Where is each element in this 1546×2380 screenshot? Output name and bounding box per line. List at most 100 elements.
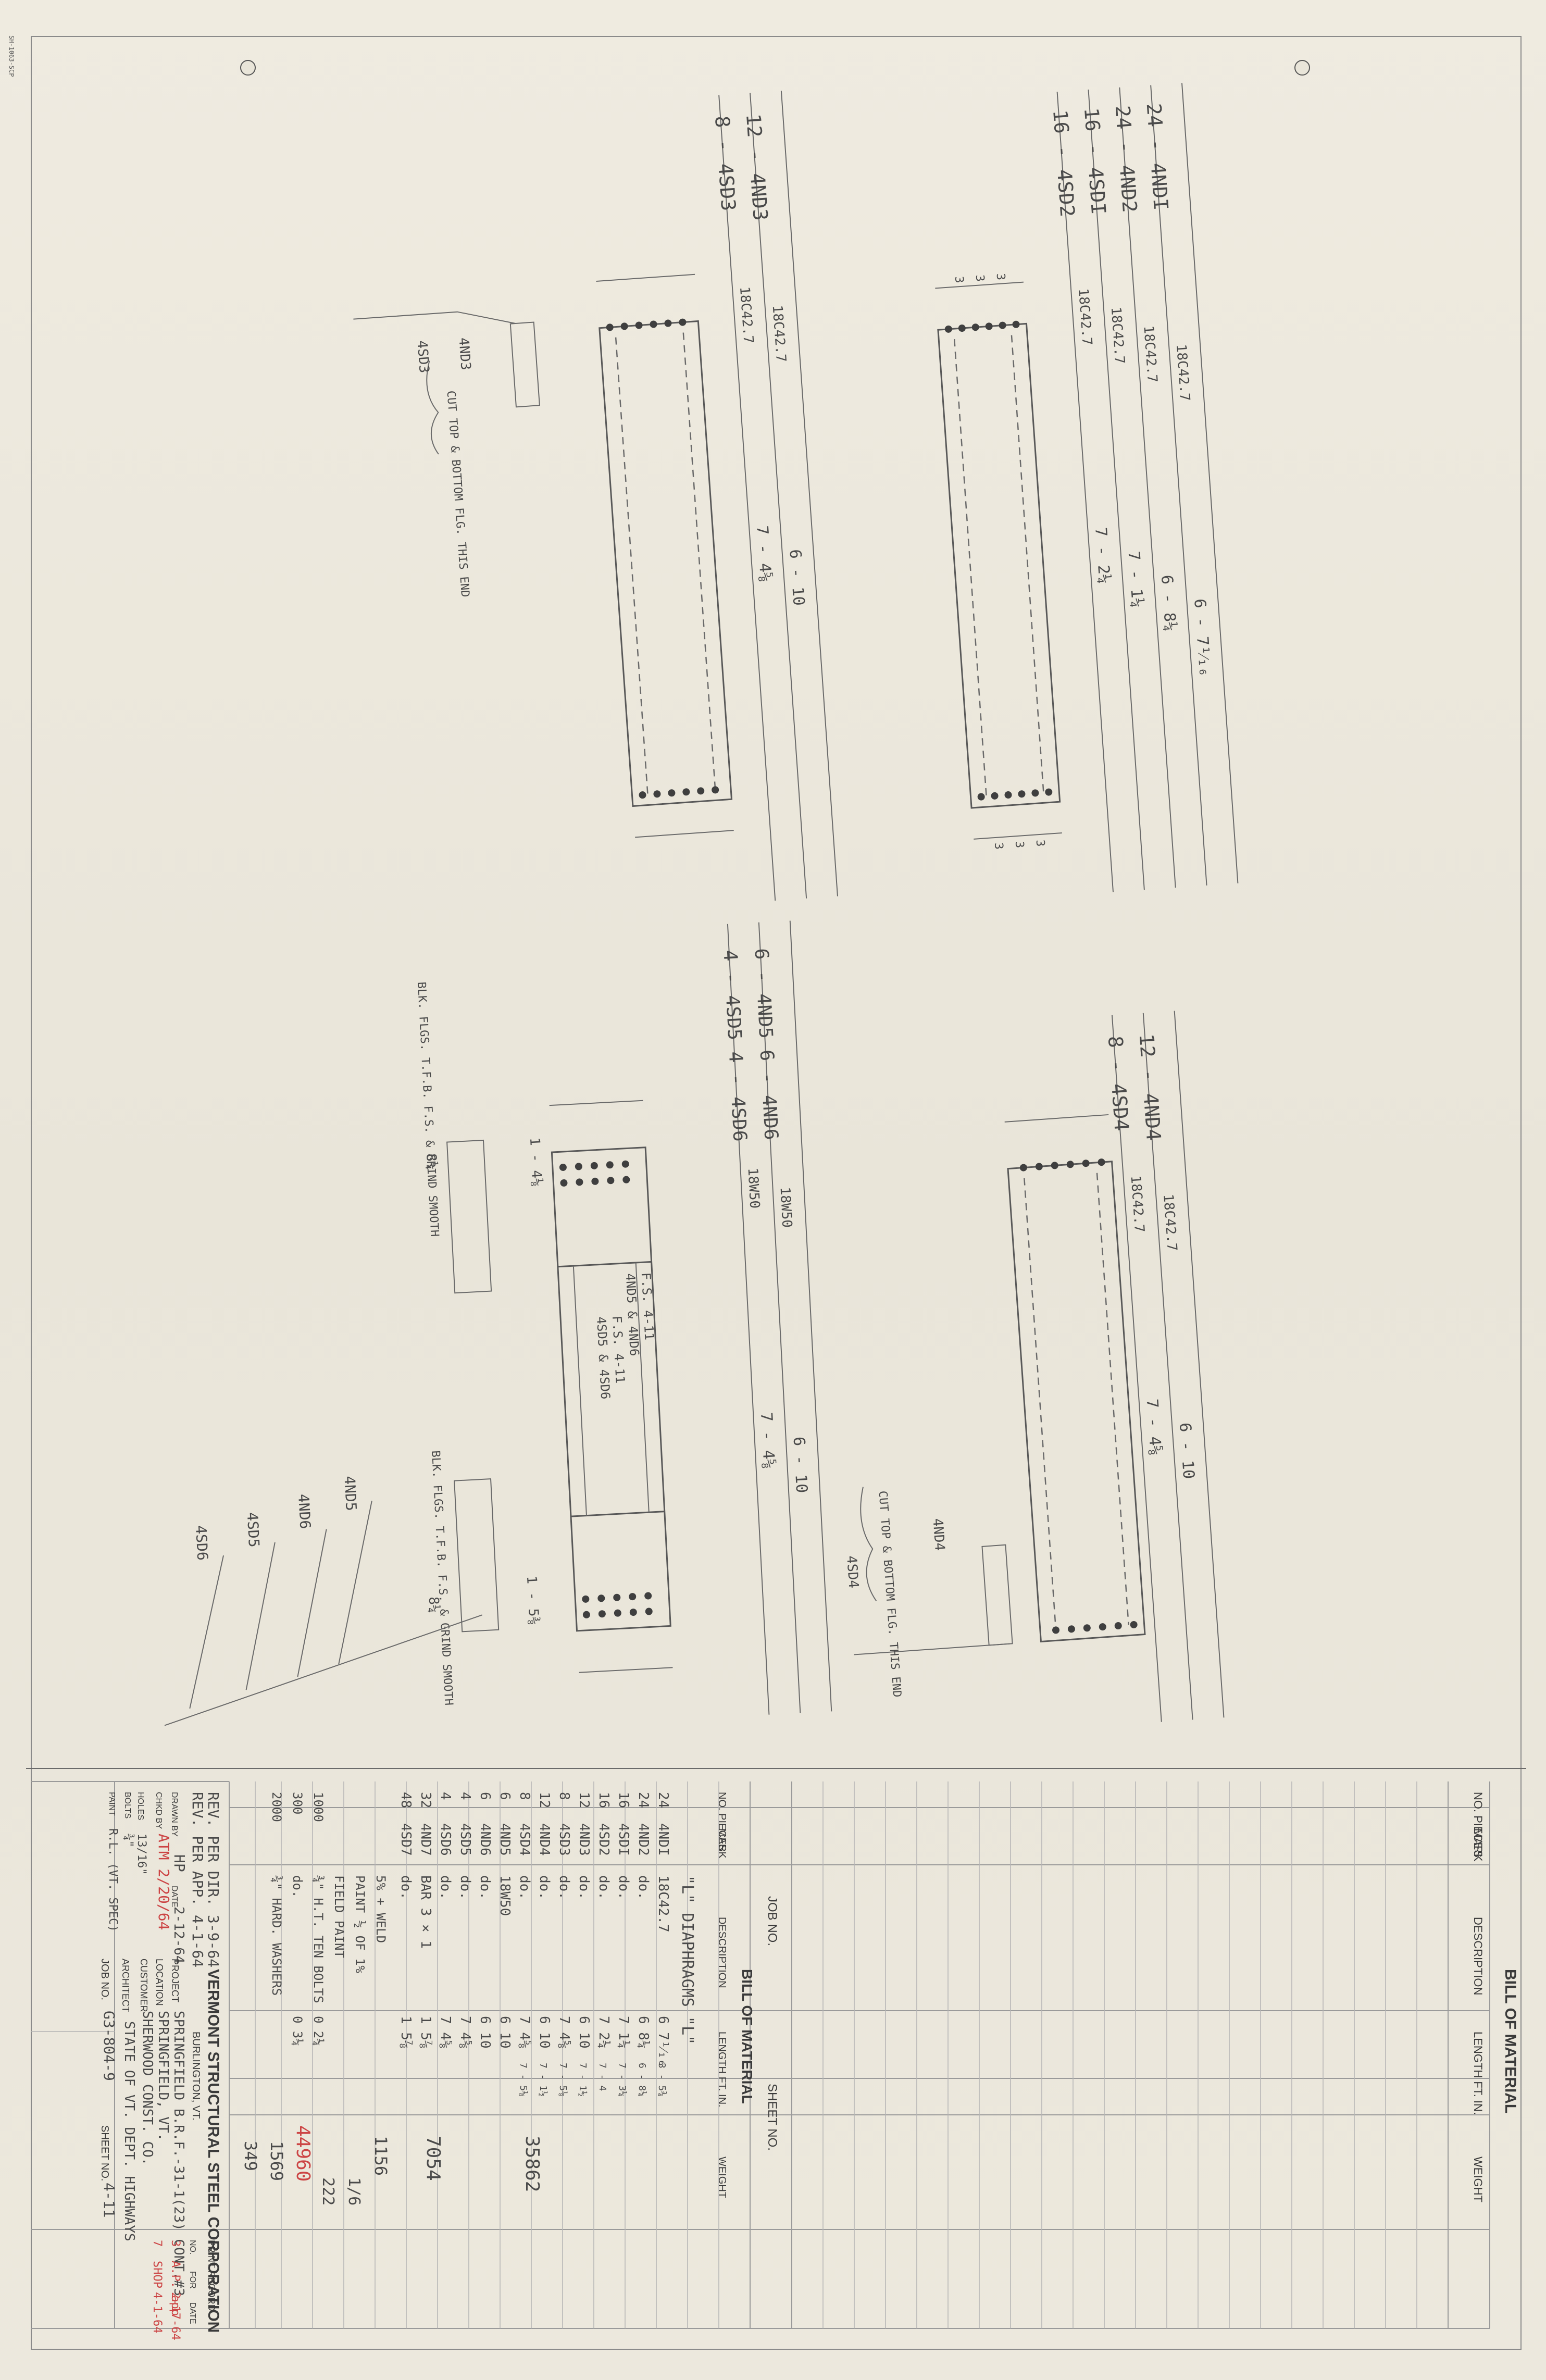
d2-note: CUT TOP & BOTTOM FLG. THIS END xyxy=(444,390,472,597)
sheet-border xyxy=(31,36,1522,2350)
bolt-group-top xyxy=(944,320,1020,333)
cut-flange-detail xyxy=(353,311,516,324)
member-line xyxy=(727,924,770,1715)
channel-outline xyxy=(1007,1161,1146,1643)
d1-pitch-top: 3 xyxy=(952,276,966,283)
d4-mark-1: 4ND4 xyxy=(930,1518,947,1552)
weight-value: 1569 xyxy=(267,2141,286,2181)
lower-header-mark: MARK xyxy=(716,1828,728,1859)
bolt-group-bottom xyxy=(582,1592,653,1618)
row-mark: 4ND3 xyxy=(576,1823,592,1856)
d1-pitch-bottom: 3 xyxy=(992,842,1005,850)
bolt-group-bottom xyxy=(977,788,1053,801)
drawing-d3: 4 - 4SD5 4 - 4SD6 6 - 4ND5 6 - 4ND6 18W5… xyxy=(164,920,832,1726)
d1-length-2: 7 - 1¼ xyxy=(1125,551,1146,608)
print-header-for: FOR xyxy=(188,2271,197,2289)
d1-label-4: 24 - 4NDI xyxy=(1142,103,1173,211)
d1-length-1: 7 - 2¼ xyxy=(1091,527,1113,584)
d1-label-1: 16 - 4SD2 xyxy=(1049,109,1079,217)
d1-member-1: 18C42.7 xyxy=(1075,288,1095,346)
extra-row-description: FIELD PAINT xyxy=(332,1875,346,1958)
row-pieces: 32 xyxy=(418,1792,433,1808)
bolt-group-bottom xyxy=(1052,1621,1138,1634)
flange-block-detail xyxy=(454,1478,500,1633)
row-description: BAR 3 × 1 xyxy=(418,1875,433,1949)
row-length: 7 4⅝ xyxy=(556,2016,572,2049)
drawing-d4: 8 - 4SD4 12 - 4ND4 18C42.7 18C42.7 7 - 4… xyxy=(843,1011,1225,1722)
d2-length-1: 7 - 4⅝ xyxy=(753,525,775,583)
d1-pitch-top: 3 xyxy=(973,275,987,282)
lower-header-pieces: NO. PIECES xyxy=(716,1792,728,1851)
row-pieces: 16 xyxy=(596,1792,612,1808)
d4-note: CUT TOP & BOTTOM FLG. THIS END xyxy=(876,1490,904,1698)
date-label: DATE xyxy=(170,1886,179,1907)
row-note: 3 - 5¾ xyxy=(656,2063,667,2097)
member-line xyxy=(789,920,832,1712)
d2-label-1: 8 - 4SD3 xyxy=(710,115,740,212)
d1-member-4: 18C42.7 xyxy=(1173,344,1193,402)
location-value: SPRINGFIELD, VT. xyxy=(155,2011,171,2141)
print-row-1-date: 2-17-64 xyxy=(169,2292,182,2340)
row-pieces: 4 xyxy=(438,1792,453,1800)
checked-by: ATM 2/20/64 xyxy=(155,1834,172,1930)
sheet-stamp: SH-1063-SCP xyxy=(3,31,24,77)
d2-mark-1: 4ND3 xyxy=(455,337,473,371)
company-name: VERMONT STRUCTURAL STEEL CORPORATION xyxy=(205,1969,222,2333)
print-header-no: NO. xyxy=(188,2240,197,2254)
extra-row-pieces: 1000 xyxy=(311,1792,326,1822)
d1-pitch-top: 3 xyxy=(994,273,1007,281)
member-line xyxy=(1088,89,1145,890)
row-note: 6 - 8¼ xyxy=(637,2063,647,2097)
d3-mid-4: F.S. 4-11 xyxy=(639,1272,657,1340)
d3-member-1: 18W50 xyxy=(744,1167,762,1209)
sheet-value: 4-11 xyxy=(101,2183,118,2217)
member-line xyxy=(1111,1015,1162,1722)
weight-value: 222 xyxy=(319,2177,337,2205)
architect-label: ARCHITECT xyxy=(120,1959,131,2012)
bolt-group-top xyxy=(1019,1158,1105,1172)
bill-title: BILL OF MATERIAL xyxy=(1502,1969,1519,2113)
row-pieces: 6 xyxy=(477,1792,493,1800)
member-line xyxy=(1142,1013,1193,1720)
weight-value: 1156 xyxy=(371,2136,391,2176)
row-pieces: 12 xyxy=(537,1792,552,1808)
row-mark: 4SD4 xyxy=(517,1823,532,1856)
d3-dim-4: 8¼ xyxy=(426,1596,442,1613)
row-length: 7 4⅝ xyxy=(438,2016,453,2049)
row-note: 7 - 4 xyxy=(597,2063,608,2091)
member-line xyxy=(1119,87,1176,888)
row-description: do. xyxy=(457,1875,473,1900)
paint-label: PAINT xyxy=(107,1792,116,1816)
d1-pitch-bottom: 3 xyxy=(1013,841,1026,849)
d4-label-2: 12 - 4ND4 xyxy=(1135,1033,1165,1141)
d4-label-1: 8 - 4SD4 xyxy=(1104,1035,1133,1132)
row-mark: 4SD7 xyxy=(398,1823,414,1856)
weight-value: 349 xyxy=(241,2141,260,2171)
row-length: 6 10 xyxy=(497,2016,513,2049)
row-length: 7 4⅝ xyxy=(517,2016,532,2049)
d3-member-2: 18W50 xyxy=(777,1187,794,1228)
d1-pitch-bottom: 3 xyxy=(1033,839,1047,847)
d3-label-2: 6 - 4ND5 6 - 4ND6 xyxy=(750,948,781,1140)
row-pieces: 48 xyxy=(398,1792,414,1808)
row-description: do. xyxy=(635,1875,651,1900)
bolt-group-top xyxy=(559,1160,630,1187)
row-mark: 4NDI xyxy=(655,1823,671,1856)
d3-length-1: 7 - 4⅝ xyxy=(757,1412,778,1469)
member-line xyxy=(1174,1011,1225,1718)
d3-mid-3: F.S. 4-11 xyxy=(609,1315,628,1384)
row-description: do. xyxy=(477,1875,493,1900)
bill-title-inner: BILL OF MATERIAL xyxy=(739,1969,755,2104)
checked-by-label: CHKD BY xyxy=(154,1792,163,1829)
weights-column: 35862 7054 1156 1/6 222 44960 1569 349 xyxy=(241,2125,543,2205)
row-length: 6 10 xyxy=(576,2016,592,2049)
d4-length-2: 6 - 10 xyxy=(1176,1422,1198,1480)
paint-value: R.L. (VT. SPEC) xyxy=(106,1828,119,1932)
row-description: do. xyxy=(517,1875,532,1900)
member-line xyxy=(1056,92,1114,892)
row-pieces: 4 xyxy=(457,1792,473,1800)
row-description: do. xyxy=(556,1875,572,1900)
row-mark: 4ND2 xyxy=(635,1823,651,1856)
flange-hidden-line xyxy=(1024,1178,1057,1630)
